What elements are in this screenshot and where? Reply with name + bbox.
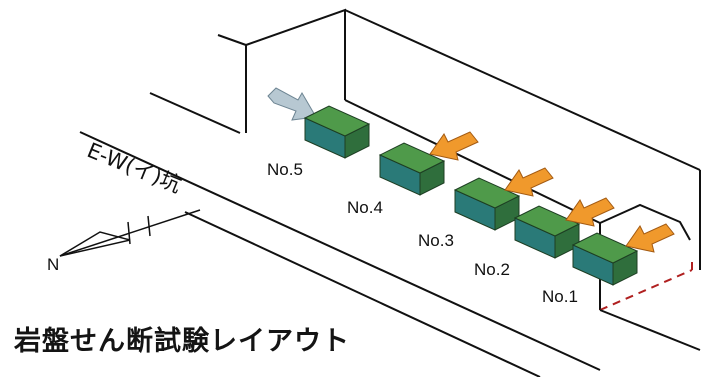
load-arrow-icon-2 <box>504 167 554 197</box>
specimen-blocks <box>303 105 639 286</box>
load-arrow-icon-1 <box>429 131 479 161</box>
north-arrow-icon <box>59 209 201 257</box>
diagram-caption: 岩盤せん断試験レイアウト <box>14 326 350 357</box>
specimen-label-1: No.1 <box>542 287 578 306</box>
specimen-block-5 <box>303 105 371 159</box>
specimen-label-4: No.4 <box>347 198 383 217</box>
specimen-block-4 <box>378 142 446 196</box>
load-arrow-icon-3 <box>565 197 615 227</box>
specimen-block-2 <box>513 205 581 259</box>
specimen-label-5: No.5 <box>267 160 303 179</box>
light-arrow-icon <box>267 87 317 121</box>
load-arrow-icon-4 <box>625 223 675 253</box>
north-label: N <box>47 255 60 274</box>
specimen-label-3: No.3 <box>418 231 454 250</box>
specimen-label-2: No.2 <box>474 260 510 279</box>
specimen-block-1 <box>571 232 639 286</box>
load-arrows <box>429 131 675 253</box>
specimen-block-3 <box>453 177 521 231</box>
tunnel-lines <box>79 92 701 377</box>
